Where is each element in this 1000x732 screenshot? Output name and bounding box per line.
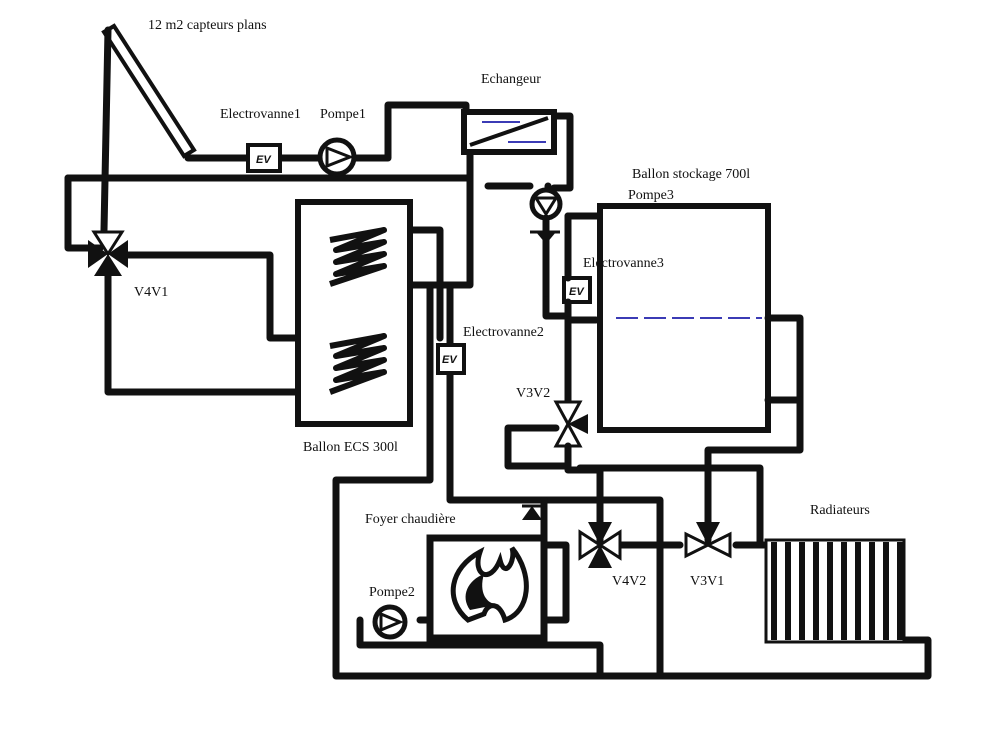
v4v2-symbol [578,522,622,568]
collectors-label: 12 m2 capteurs plans [148,18,267,33]
dhw-tank [295,199,413,427]
pump3-symbol [529,182,563,304]
radiators [764,538,906,644]
electrovanne2-label: Electrovanne2 [463,325,544,340]
storage-tank [597,203,804,544]
svg-text:EV: EV [569,286,585,298]
pump2-symbol [372,604,408,640]
v3v2-symbol [504,316,764,549]
electrovanne1-symbol: EV [246,143,282,173]
electrovanne1-label: Electrovanne1 [220,107,301,122]
boiler [426,504,548,642]
solar-collector [100,23,197,234]
v4v2-label: V4V2 [612,574,647,589]
v3v1-label: V3V1 [690,574,725,589]
v4v1-label: V4V1 [134,285,169,300]
pump3-label: Pompe3 [628,188,674,203]
storage-tank-label: Ballon stockage 700l [632,167,751,182]
pump2-label: Pompe2 [369,585,415,600]
v3v2-label: V3V2 [516,386,551,401]
svg-text:EV: EV [442,354,458,366]
pump1-symbol [317,137,357,177]
svg-text:EV: EV [256,154,272,166]
v3v1-symbol [684,522,732,559]
pump1-label: Pompe1 [320,107,366,122]
dhw-tank-label: Ballon ECS 300l [303,440,398,455]
radiators-label: Radiateurs [810,503,870,518]
electrovanne3-label: Electrovanne3 [583,256,664,271]
exchanger-label: Echangeur [481,72,541,87]
heat-exchanger [461,109,557,155]
electrovanne2-symbol: EV [436,343,466,375]
boiler-label: Foyer chaudière [365,512,456,527]
v4v1-symbol [88,230,128,276]
